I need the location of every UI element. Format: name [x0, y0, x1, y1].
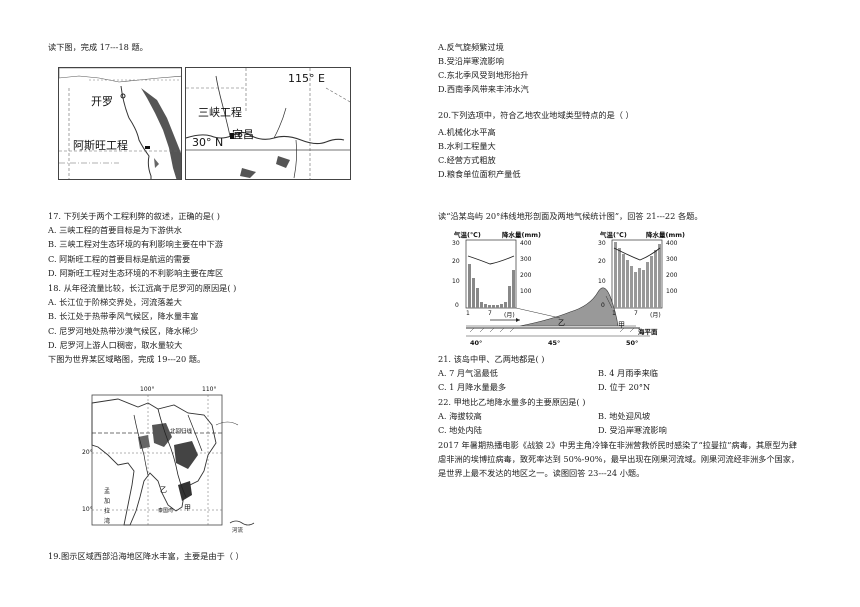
- l-rain-400: 400: [520, 240, 532, 247]
- r-temp-0: 0: [601, 302, 605, 309]
- q21-option-b: B. 4 月雨季来临: [598, 368, 658, 378]
- yichang-label: 宜昌: [232, 128, 254, 141]
- r-rain-400: 400: [666, 240, 678, 247]
- q22-option-b: B. 地处迎风坡: [598, 411, 651, 421]
- profile-jia: 甲: [618, 321, 625, 329]
- q21-option-a: A. 7 月气温最低: [438, 368, 498, 378]
- yangtze-map: 115° E 三峡工程 宜昌 30° N: [185, 67, 351, 180]
- intro-21-22: 读“沿某岛屿 20°纬线地形剖面及两地气候统计图”，回答 21---22 各题。: [438, 211, 703, 221]
- l-temp-0: 0: [455, 302, 459, 309]
- l-rain-300: 300: [520, 256, 532, 263]
- q22-option-c: C. 地处内陆: [438, 425, 482, 435]
- q20-option-a: A.机械化水平高: [438, 127, 496, 137]
- q19-option-c: C.东北季风受到地形抬升: [438, 70, 529, 80]
- legend-river-label: 河流: [232, 528, 244, 534]
- three-gorges-label: 三峡工程: [198, 106, 242, 119]
- lat-30-label: 30° N: [192, 136, 224, 149]
- l-month-1: 1: [466, 310, 470, 317]
- q17-option-d: D. 阿斯旺工程对生态环境的不利影响主要在库区: [48, 268, 224, 278]
- aswan-label: 阿斯旺工程: [73, 139, 128, 152]
- q17-stem: 17. 下列关于两个工程利弊的叙述，正确的是( ): [48, 211, 220, 221]
- nile-map-svg: [59, 68, 181, 179]
- q22-option-a: A. 海拔较高: [438, 411, 482, 421]
- sea-map: 100° 110° 20° 10° 北回归线 乙 甲 泰国湾 孟 加 拉 湾 河…: [78, 385, 258, 535]
- r-rain-100: 100: [666, 288, 678, 295]
- r-rain-300: 300: [666, 256, 678, 263]
- q21-option-c: C. 1 月降水量最多: [438, 382, 507, 392]
- bay-label: 孟 加 拉 湾: [104, 488, 111, 525]
- gulf-label: 泰国湾: [158, 508, 174, 514]
- r-temp-10: 10: [598, 278, 606, 285]
- nile-map: 开罗 阿斯旺工程: [58, 67, 182, 180]
- q19-stem: 19.图示区域西部沿海地区降水丰富，主要是由于（ ）: [48, 551, 244, 561]
- r-temp-30: 30: [598, 240, 606, 247]
- q22-stem: 22. 甲地比乙地降水量多的主要原因是( ): [438, 397, 586, 407]
- lon-115-label: 115° E: [288, 72, 325, 85]
- r-month-1: 1: [612, 310, 616, 317]
- yi-label: 乙: [160, 486, 167, 494]
- passage-line-3: 是世界上最不发达的地区之一。读图回答 23---24 小题。: [438, 468, 645, 478]
- lat-10-label: 10°: [82, 506, 93, 513]
- q20-option-b: B.水利工程量大: [438, 141, 496, 151]
- l-temp-10: 10: [452, 278, 460, 285]
- q19-option-d: D.西南季风带来丰沛水汽: [438, 84, 529, 94]
- l-month-unit: (月): [504, 312, 515, 319]
- r-temp-20: 20: [598, 258, 606, 265]
- q18-option-d: D. 尼罗河上游人口稠密，取水量较大: [48, 340, 183, 350]
- q18-option-c: C. 尼罗河地处热带沙漠气候区，降水稀少: [48, 326, 199, 336]
- lon-110-label: 110°: [202, 386, 217, 393]
- q18-option-b: B. 长江处于热带季风气候区，降水量丰富: [48, 311, 199, 321]
- l-temp-20: 20: [452, 258, 460, 265]
- r-rain-200: 200: [666, 272, 678, 279]
- q22-option-d: D. 受沿岸寒流影响: [598, 425, 667, 435]
- q20-option-c: C.经营方式粗放: [438, 155, 496, 165]
- yangtze-map-svg: [186, 68, 350, 179]
- x-tick-45: 45°: [548, 339, 561, 347]
- l-rain-100: 100: [520, 288, 532, 295]
- q20-stem: 20.下列选项中，符合乙地农业地域类型特点的是（ ）: [438, 110, 634, 120]
- q21-option-d: D. 位于 20°N: [598, 382, 651, 392]
- right-rain-label: 降水量(mm): [646, 231, 685, 239]
- passage-line-1: 2017 年暑期热播电影《战狼 2》中男主角冷锋在非洲营救侨民时感染了“拉曼拉”…: [438, 440, 797, 450]
- profile-svg: [465, 239, 663, 337]
- q17-option-a: A. 三峡工程的首要目标是为下游供水: [48, 225, 182, 235]
- tropic-label: 北回归线: [170, 429, 193, 435]
- q18-stem: 18. 从年径流量比较，长江远高于尼罗河的原因是( ): [48, 283, 237, 293]
- q18-option-a: A. 长江位于阶梯交界处，河流落差大: [48, 297, 182, 307]
- l-month-7: 7: [488, 310, 492, 317]
- left-temp-label: 气温(℃): [454, 231, 481, 239]
- intro-17-18: 读下图，完成 17---18 题。: [48, 42, 148, 52]
- l-temp-30: 30: [452, 240, 460, 247]
- intro-19-20: 下图为世界某区域略图，完成 19---20 题。: [48, 354, 206, 364]
- lon-100-label: 100°: [140, 386, 155, 393]
- sea-level-label: 海平面: [638, 328, 658, 336]
- q19-option-b: B.受沿岸寒流影响: [438, 56, 504, 66]
- r-month-7: 7: [634, 310, 638, 317]
- l-rain-200: 200: [520, 272, 532, 279]
- profile-climate-chart: 气温(℃) 降水量(mm) 气温(℃) 降水量(mm) 30 20 10 0 4…: [440, 226, 690, 351]
- right-temp-label: 气温(℃): [600, 231, 627, 239]
- q20-option-d: D.粮食单位面积产量低: [438, 169, 521, 179]
- q21-stem: 21. 该岛中甲、乙两地都是( ): [438, 354, 545, 364]
- x-tick-50: 50°: [626, 339, 639, 347]
- q19-option-a: A.反气旋频繁过境: [438, 42, 504, 52]
- q17-option-c: C. 阿斯旺工程的首要目标是航运的需要: [48, 254, 191, 264]
- lat-20-label: 20°: [82, 449, 93, 456]
- jia-label: 甲: [184, 504, 191, 512]
- cairo-label: 开罗: [91, 95, 113, 108]
- profile-yi: 乙: [558, 319, 565, 327]
- x-tick-40: 40°: [470, 339, 483, 347]
- r-month-unit: (月): [650, 312, 661, 319]
- sea-map-svg: [91, 394, 255, 526]
- q17-option-b: B. 三峡工程对生态环境的有利影响主要在中下游: [48, 239, 223, 249]
- left-rain-label: 降水量(mm): [502, 231, 541, 239]
- passage-line-2: 虐非洲的埃博拉病毒，致死率达到 50%-90%，最早出现在刚果河流域。刚果河流经…: [438, 454, 800, 464]
